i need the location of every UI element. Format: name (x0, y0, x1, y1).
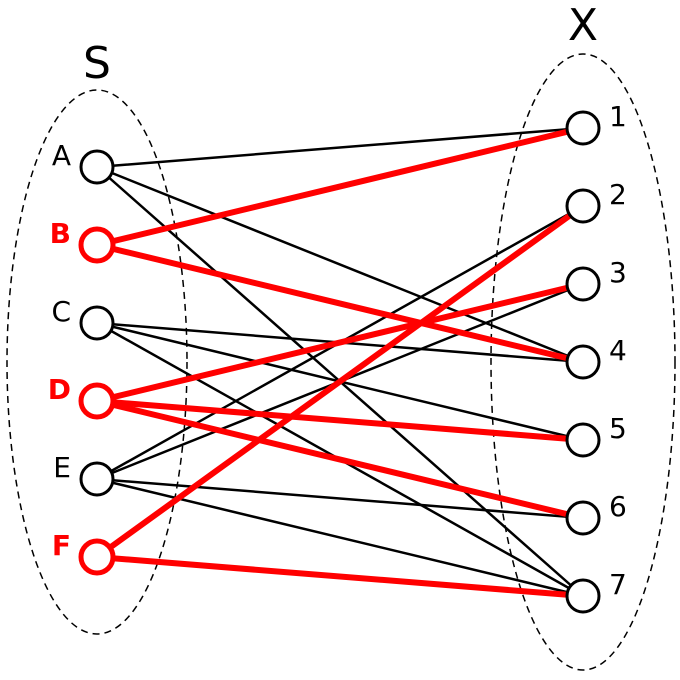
node-B (78, 226, 116, 264)
node-label-E: E (53, 451, 71, 484)
normal-edges (95, 126, 585, 598)
edge-D-3-highlighted (94, 281, 586, 404)
node-2 (565, 188, 601, 224)
set-s-boundary (6, 89, 188, 635)
node-label-5: 5 (609, 412, 627, 445)
edge-B-1-highlighted (94, 125, 586, 248)
node-4 (565, 344, 601, 380)
set-s-label: S (83, 38, 111, 89)
graph-nodes: A B C D E F 1 2 3 4 5 6 7 (48, 100, 627, 614)
node-label-2: 2 (609, 178, 627, 211)
edge-F-2-highlighted (94, 203, 586, 560)
node-label-B: B (50, 217, 71, 250)
edge-E-6 (95, 477, 585, 520)
node-label-3: 3 (609, 256, 627, 289)
edge-B-4-highlighted (94, 242, 586, 365)
node-3 (565, 266, 601, 302)
node-E (79, 461, 115, 497)
set-x-boundary (490, 53, 676, 671)
node-D (78, 382, 116, 420)
edge-D-6-highlighted (94, 398, 586, 521)
node-1 (565, 110, 601, 146)
node-7 (565, 578, 601, 614)
node-A (79, 149, 115, 185)
node-6 (565, 500, 601, 536)
node-F (78, 538, 116, 576)
edge-F-7-highlighted (94, 554, 586, 599)
node-label-7: 7 (609, 568, 627, 601)
node-label-6: 6 (609, 490, 627, 523)
edge-D-5-highlighted (94, 398, 586, 443)
edge-A-4 (95, 165, 585, 364)
node-label-A: A (52, 139, 71, 172)
node-label-1: 1 (609, 100, 627, 133)
node-label-C: C (51, 295, 71, 328)
node-5 (565, 422, 601, 458)
node-label-F: F (52, 529, 71, 562)
node-label-4: 4 (609, 334, 627, 367)
node-C (79, 305, 115, 341)
set-x-label: X (568, 0, 598, 51)
highlighted-edges (94, 125, 586, 599)
node-label-D: D (48, 373, 71, 406)
edge-A-1 (95, 126, 585, 169)
